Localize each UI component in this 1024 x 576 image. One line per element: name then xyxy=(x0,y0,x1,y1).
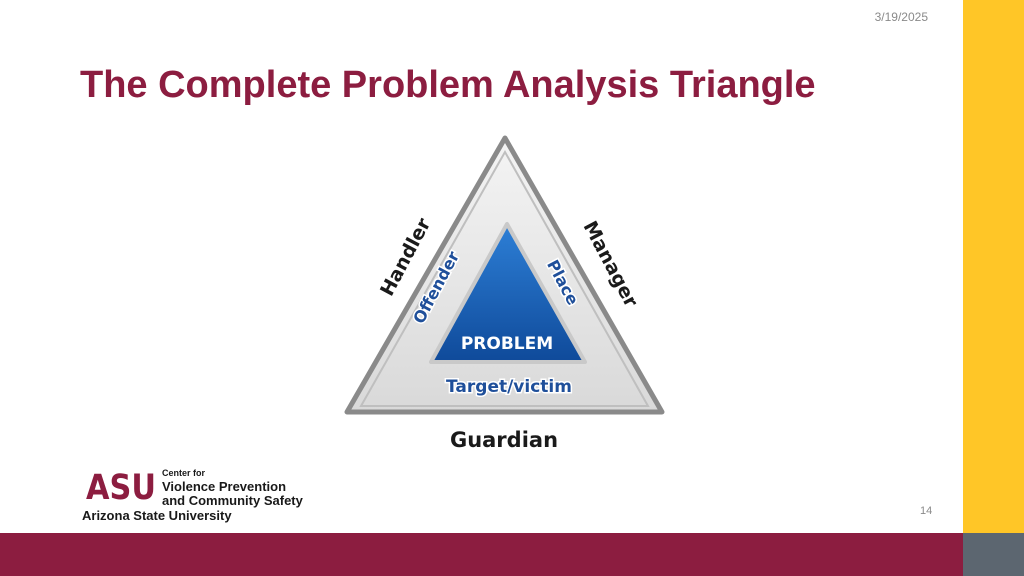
university-name: Arizona State University xyxy=(82,508,232,523)
inner-problem-triangle xyxy=(429,222,587,364)
guardian-label: Guardian xyxy=(450,428,558,452)
slide-title: The Complete Problem Analysis Triangle xyxy=(80,64,816,106)
center-name-block: Center for Violence Prevention and Commu… xyxy=(162,468,303,508)
outer-triangle-inner-edge xyxy=(359,149,650,407)
gold-side-bar xyxy=(963,0,1024,533)
center-line-3: and Community Safety xyxy=(162,493,303,508)
center-line-1: Center for xyxy=(162,468,206,478)
maroon-footer-bar xyxy=(0,533,963,576)
problem-label: PROBLEM xyxy=(461,334,553,354)
asu-logo: ASU xyxy=(86,468,156,508)
slide-date: 3/19/2025 xyxy=(874,10,928,24)
page-number: 14 xyxy=(920,505,933,517)
center-line-2: Violence Prevention xyxy=(162,479,287,494)
gray-corner-block xyxy=(963,533,1024,576)
problem-analysis-triangle-diagram: PROBLEM Offender Place Target/victim Han… xyxy=(344,135,665,454)
target-victim-label: Target/victim xyxy=(446,377,572,397)
asu-logo-mark: ASU xyxy=(86,468,156,508)
